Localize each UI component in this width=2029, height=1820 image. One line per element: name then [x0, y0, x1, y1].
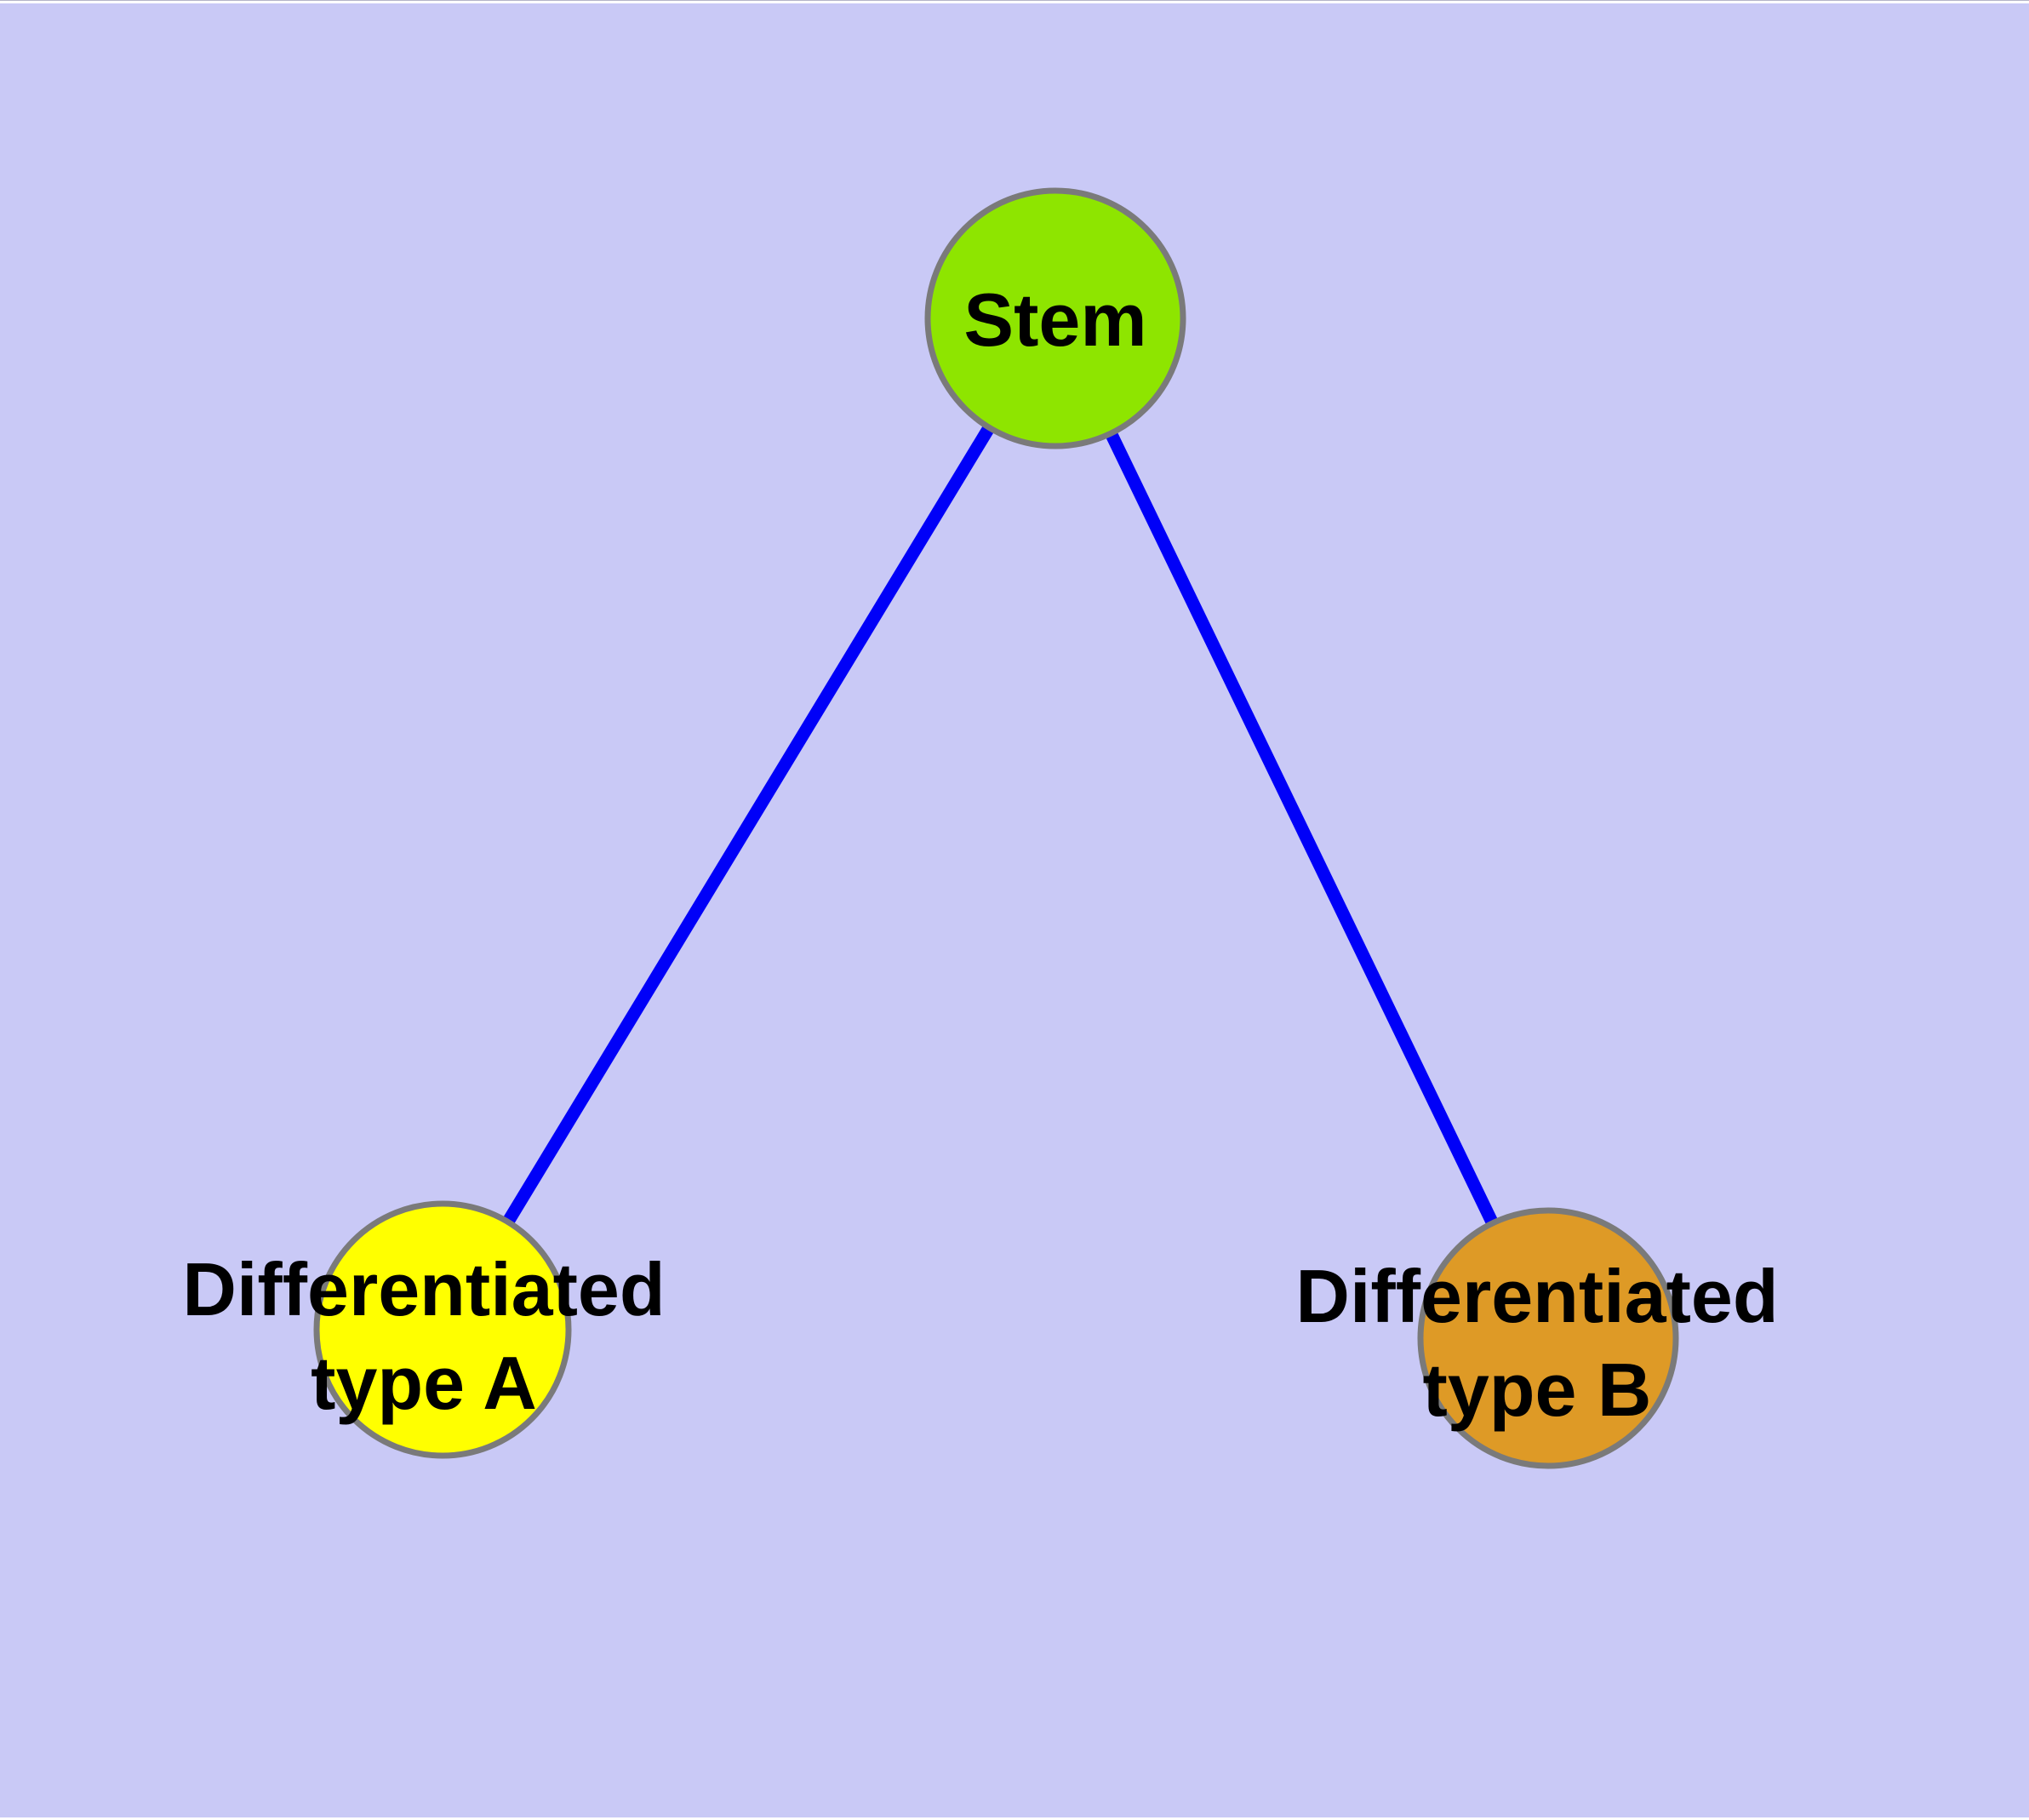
node-circle-stem	[924, 187, 1186, 449]
node-label-differentiated-type-b: Differentiated type B	[1295, 1250, 1778, 1437]
node-label-differentiated-type-a: Differentiated type A	[182, 1243, 665, 1430]
edge-stem-to-differentiated-type-b	[1049, 315, 1554, 1342]
node-circle-differentiated-type-a	[313, 1200, 572, 1459]
node-label-text: type A	[311, 1341, 537, 1425]
diagram-canvas: Stem Differentiated type A Differentiate…	[0, 3, 2029, 1817]
top-hairline	[0, 0, 2029, 1]
edge-stem-to-differentiated-type-a	[437, 315, 1061, 1333]
node-label-text: Differentiated	[182, 1247, 666, 1331]
graph-svg	[313, 187, 1679, 1469]
node-label-text: type B	[1422, 1348, 1652, 1432]
node-circle-differentiated-type-b	[1417, 1207, 1679, 1469]
node-label-stem: Stem	[963, 273, 1146, 367]
node-label-text: Stem	[963, 278, 1147, 362]
node-label-text: Differentiated	[1295, 1254, 1779, 1338]
